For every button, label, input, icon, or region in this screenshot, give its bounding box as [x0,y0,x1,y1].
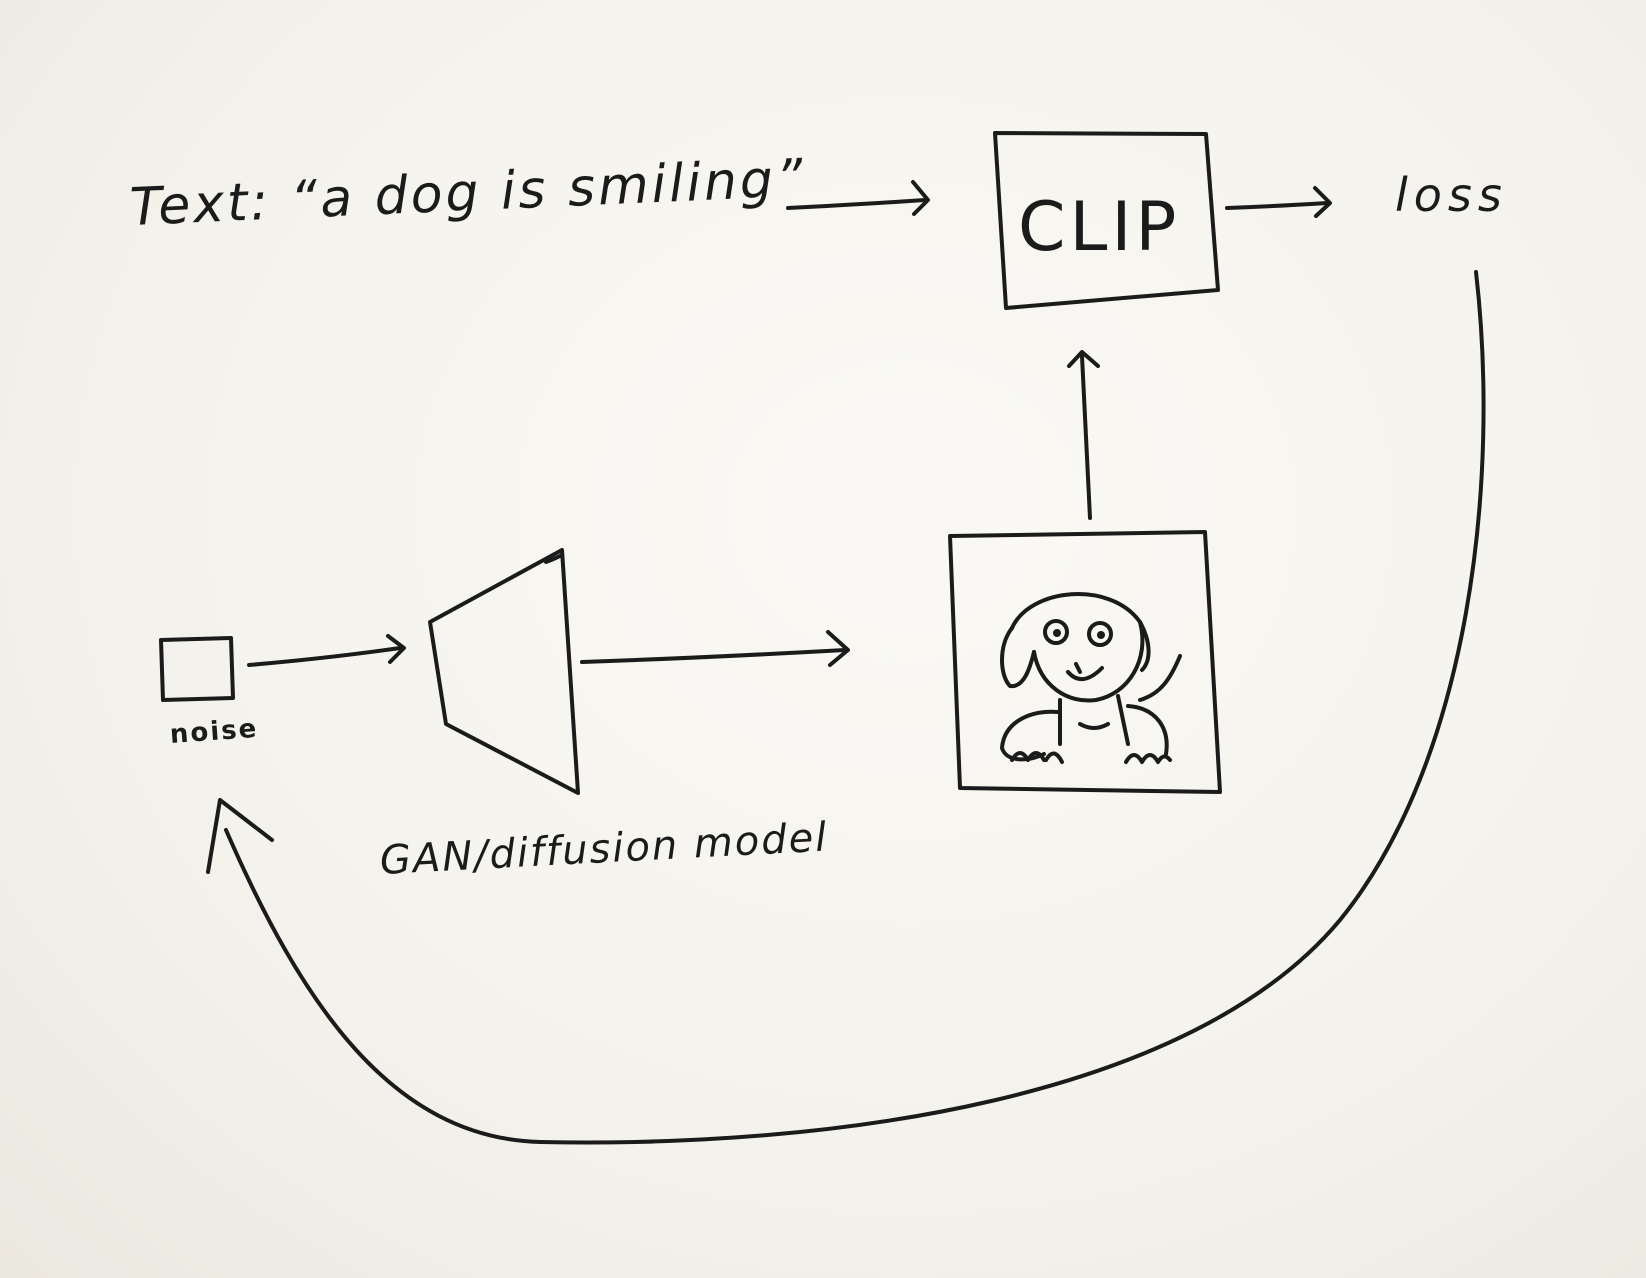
generated-image-box [948,530,1222,794]
loss-label: loss [1395,168,1508,222]
dog-drawing [1000,592,1182,764]
noise-label: noise [168,713,260,750]
noise-to-model-arrow [247,634,406,667]
loss-feedback-arrow [206,270,1486,1145]
generator-trapezoid [428,548,580,795]
image-to-clip-arrow [1067,350,1100,520]
clip-label: CLIP [1018,188,1181,267]
model-to-image-arrow [580,630,850,667]
clip-box [993,131,1220,310]
clip-to-loss-arrow [1225,186,1332,218]
text-to-clip-arrow [786,180,930,216]
noise-square [159,636,235,702]
